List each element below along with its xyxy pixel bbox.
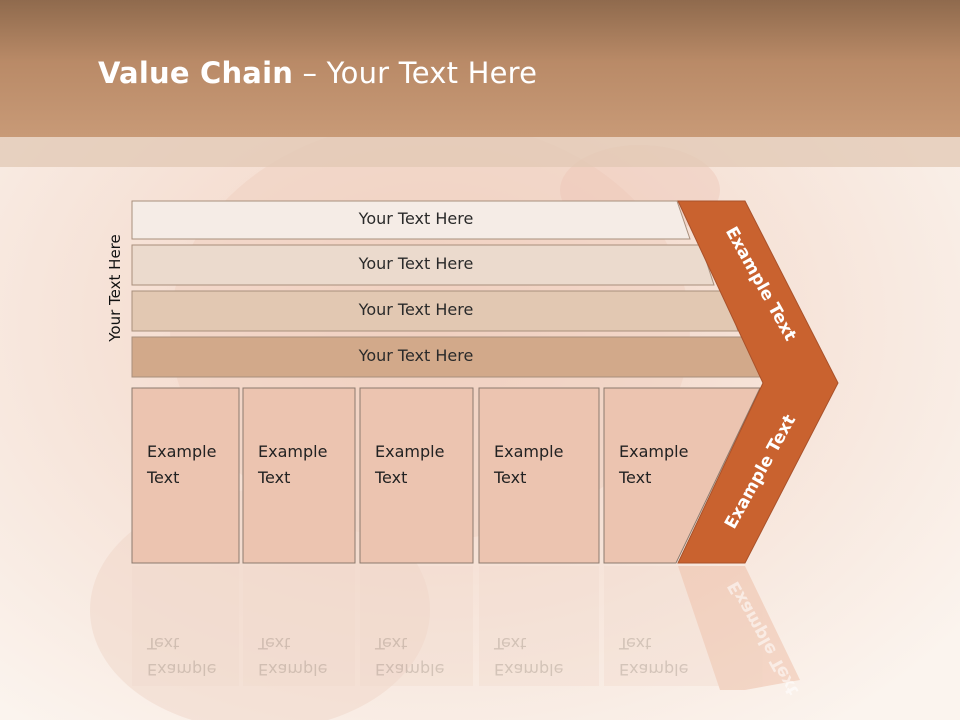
cell-reflection-4: [479, 566, 599, 686]
activity-cell-3: [359, 387, 474, 564]
layer-label-2: Your Text Here: [358, 254, 474, 273]
layer-label-3: Your Text Here: [358, 300, 474, 319]
layer-bar-1: [131, 200, 691, 240]
title-rest: – Your Text Here: [293, 56, 538, 90]
layer-label-1: Your Text Here: [358, 209, 474, 228]
title-bold: Value Chain: [98, 56, 294, 90]
activity-cell-1: [131, 387, 240, 564]
slide-title: Value Chain – Your Text Here: [98, 56, 537, 90]
activity-cell-4: [478, 387, 600, 564]
activity-cell-5: [603, 387, 761, 564]
layer-bar-2: [131, 244, 715, 286]
cell-reflection-2: [243, 566, 355, 686]
cell-reflection-1: [132, 566, 239, 686]
cell-reflection-5: [604, 566, 720, 686]
chevron-arrow: [677, 200, 839, 564]
activity-cell-2: [242, 387, 356, 564]
layer-bar-3: [131, 290, 739, 332]
chevron-reflection: [678, 566, 800, 690]
layer-label-4: Your Text Here: [358, 346, 474, 365]
header-band: [0, 137, 960, 167]
header-bar: [0, 0, 960, 137]
cell-reflection-3: [360, 566, 473, 686]
